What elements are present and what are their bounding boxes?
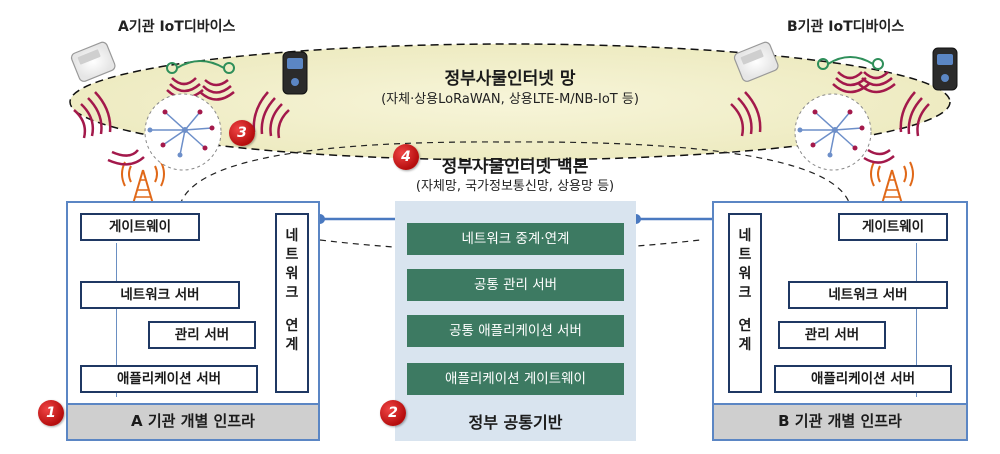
- mesh-network-left-icon: [144, 93, 222, 171]
- agency-b-network-link-spacer: [730, 303, 760, 317]
- agency-b-management-server-box: 관리 서버: [778, 321, 886, 349]
- gov-network-relay-box: 네트워크 중계·연계: [407, 223, 624, 255]
- agency-a-network-server-box: 네트워크 서버: [80, 281, 240, 309]
- agency-b-vertical-line: [916, 243, 917, 397]
- government-footer: 정부 공통기반: [468, 413, 563, 432]
- agency-a-gateway-box: 게이트웨이: [80, 213, 200, 241]
- public-network-subtitle: (자체·상용LoRaWAN, 상용LTE-M/NB-IoT 등): [381, 92, 639, 107]
- iot-handheld-device-b1-icon: [733, 41, 779, 82]
- agency-b-infra-panel: 네 트 워 크 연 계 게이트웨이 네트워크 서버 관리 서버 애플리케이션 서…: [712, 201, 968, 441]
- agency-a-application-server-box: 애플리케이션 서버: [80, 365, 258, 393]
- signal-waves-right-icon: [730, 71, 930, 164]
- badge-3: 3: [229, 120, 255, 146]
- government-panel: 네트워크 중계·연계 공통 관리 서버 공통 애플리케이션 서버 애플리케이션 …: [395, 201, 636, 441]
- gov-application-gateway-box: 애플리케이션 게이트웨이: [407, 363, 624, 395]
- badge-2: 2: [380, 400, 406, 426]
- antenna-tower-right-icon: [870, 161, 914, 205]
- agency-a-vertical-line: [116, 243, 117, 397]
- agency-a-network-link-char: 워: [285, 266, 299, 282]
- gov-common-management-server-box: 공통 관리 서버: [407, 269, 624, 301]
- agency-a-network-link-char: 크: [285, 285, 299, 301]
- wireless-link-right-icon: [817, 56, 884, 70]
- public-network-title: 정부사물인터넷 망: [444, 69, 576, 89]
- mesh-network-right-icon: [794, 93, 872, 171]
- agency-a-network-link-spacer: [277, 303, 307, 317]
- device-label-a: A기관 IoT디바이스: [118, 19, 236, 35]
- agency-a-network-link-box: 네 트 워 크 연 계: [275, 213, 309, 393]
- badge-4: 4: [393, 144, 419, 170]
- agency-b-network-server-box: 네트워크 서버: [788, 281, 948, 309]
- backbone-title: 정부사물인터넷 백본: [441, 157, 589, 177]
- agency-a-network-link-char: 계: [285, 337, 299, 353]
- badge-1: 1: [38, 400, 64, 426]
- backbone-subtitle: (자체망, 국가정보통신망, 상용망 등): [415, 179, 615, 194]
- gov-common-application-server-box: 공통 애플리케이션 서버: [407, 315, 624, 347]
- antenna-tower-left-icon: [121, 161, 165, 205]
- agency-b-network-link-char: 계: [738, 337, 752, 353]
- agency-a-network-link-char: 연: [285, 318, 299, 334]
- agency-a-infra-panel: 게이트웨이 네트워크 서버 관리 서버 애플리케이션 서버 네 트 워 크 연 …: [66, 201, 320, 441]
- agency-b-network-link-box: 네 트 워 크 연 계: [728, 213, 762, 393]
- backbone-ellipse: [179, 141, 851, 206]
- agency-a-network-link-char: 트: [285, 247, 299, 263]
- iot-tracker-device-b2-icon: [932, 47, 958, 91]
- device-label-b: B기관 IoT디바이스: [787, 19, 905, 35]
- agency-a-management-server-box: 관리 서버: [148, 321, 256, 349]
- agency-b-application-server-box: 애플리케이션 서버: [774, 365, 952, 393]
- agency-b-network-link-char: 워: [738, 266, 752, 282]
- agency-b-network-link-char: 크: [738, 285, 752, 301]
- agency-b-network-link-char: 연: [738, 318, 752, 334]
- agency-b-network-link-char: 네: [738, 228, 752, 244]
- iot-tracker-device-a2-icon: [282, 51, 308, 95]
- agency-a-network-link-char: 네: [285, 228, 299, 244]
- agency-b-footer: B 기관 개별 인프라: [714, 403, 966, 439]
- signal-waves-left-icon: [73, 77, 290, 166]
- agency-b-network-link-char: 트: [738, 247, 752, 263]
- agency-a-footer: A 기관 개별 인프라: [68, 403, 318, 439]
- wireless-link-left-icon: [166, 60, 235, 74]
- iot-handheld-device-a1-icon: [70, 41, 116, 82]
- agency-b-gateway-box: 게이트웨이: [838, 213, 948, 241]
